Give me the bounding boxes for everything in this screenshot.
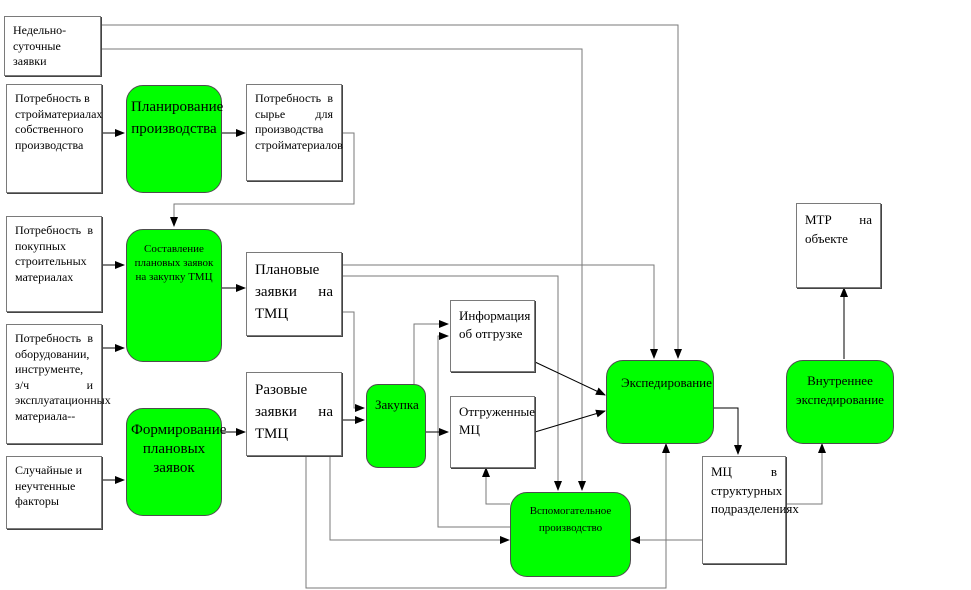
doc-mtr-on-site: МТР на объекте: [796, 203, 881, 288]
doc-mc-in-units-label: МЦ в структурных подразделениях: [711, 464, 799, 516]
arrow-one-time-to-expediting: [305, 443, 670, 589]
doc-mc-in-units: МЦ в структурных подразделениях: [702, 456, 799, 564]
input-weekly-daily-requests: Недельно-суточные заявки: [4, 16, 101, 76]
process-expediting-label: Экспедирование: [621, 375, 712, 390]
arrow-purchase-to-info: [413, 320, 449, 384]
input-need-purchased-materials: Потребность в покупных строительных мате…: [6, 216, 102, 312]
arrow-weekly-to-auxiliary: [101, 48, 586, 491]
doc-raw-material-need-label: Потребность в сырье для производства стр…: [255, 91, 343, 152]
doc-plan-requests-label: Плановые заявки на ТМЦ: [255, 262, 333, 322]
process-purchase-label: Закупка: [375, 397, 419, 412]
arrow-plan-to-purchase: [342, 311, 365, 412]
process-form-plan-requests: Формирование плановых заявок: [126, 408, 227, 516]
arrow-info-to-expediting: [534, 361, 606, 396]
process-production-planning-label: Планирование производства: [131, 99, 224, 137]
doc-shipped-mc-label: Отгруженные МЦ: [459, 404, 536, 437]
doc-shipment-info-label: Информация об отгрузке: [459, 308, 531, 341]
arrow-weekly-to-expediting: [101, 24, 682, 359]
doc-mtr-on-site-label: МТР на объекте: [805, 212, 872, 246]
input-random-factors: Случайные и неучтенные факторы: [6, 456, 102, 529]
arrow-plan-to-expediting: [342, 264, 658, 359]
arrow-auxiliary-to-shipped: [482, 467, 510, 505]
doc-one-time-requests: Разовые заявки на ТМЦ: [246, 372, 342, 456]
process-compile-plan-requests: Составление плановых заявок на закупку Т…: [126, 229, 222, 362]
process-production-planning: Планирование производства: [126, 85, 224, 193]
input-random-factors-label: Случайные и неучтенные факторы: [15, 463, 83, 508]
process-purchase: Закупка: [366, 384, 426, 468]
process-form-plan-requests-label: Формирование плановых заявок: [131, 422, 227, 476]
input-need-purchased-materials-label: Потребность в покупных строительных мате…: [15, 223, 93, 284]
doc-one-time-requests-label: Разовые заявки на ТМЦ: [255, 382, 333, 442]
doc-raw-material-need: Потребность в сырье для производства стр…: [246, 84, 343, 181]
arrow-one-time-to-auxiliary: [329, 456, 510, 544]
process-internal-expediting: Внутреннее экспедирование: [786, 360, 894, 444]
input-weekly-daily-requests-label: Недельно-суточные заявки: [13, 23, 67, 68]
arrow-raw-need-to-compile: [170, 132, 355, 227]
arrow-expediting-to-units: [714, 407, 742, 455]
process-expediting: Экспедирование: [606, 360, 714, 444]
process-internal-expediting-label: Внутреннее экспедирование: [796, 373, 884, 407]
doc-shipment-info: Информация об отгрузке: [450, 300, 535, 372]
process-compile-plan-requests-label: Составление плановых заявок на закупку Т…: [134, 243, 214, 283]
input-need-equipment-label: Потребность в оборудовании, инструменте,…: [15, 331, 111, 423]
process-auxiliary-production: Вспомогательное производство: [510, 492, 631, 577]
input-need-own-materials-label: Потребность в стройматериалах собственно…: [15, 91, 103, 152]
process-auxiliary-production-label: Вспомогательное производство: [529, 505, 612, 534]
doc-shipped-mc: Отгруженные МЦ: [450, 396, 535, 468]
input-need-own-materials: Потребность в стройматериалах собственно…: [6, 84, 102, 193]
arrow-plan-to-auxiliary: [342, 275, 562, 491]
input-need-equipment: Потребность в оборудовании, инструменте,…: [6, 324, 111, 444]
doc-plan-requests: Плановые заявки на ТМЦ: [246, 252, 342, 336]
arrow-shipped-to-expediting: [534, 409, 606, 433]
arrow-units-to-internal: [786, 443, 826, 505]
